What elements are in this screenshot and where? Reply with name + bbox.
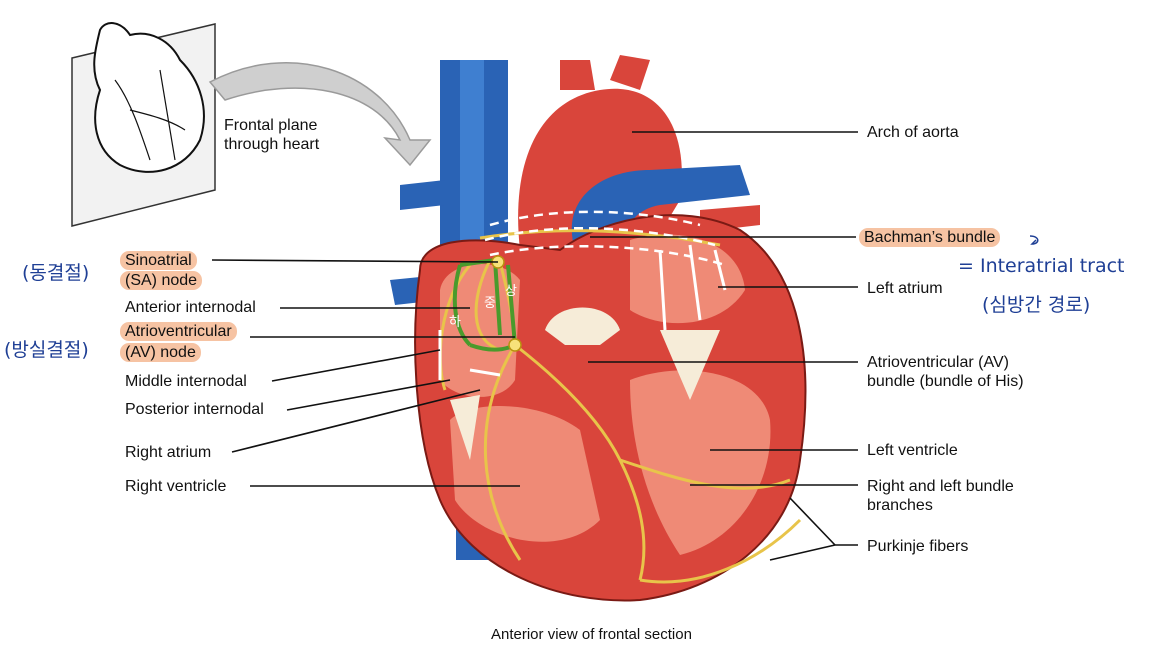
- label-purkinje: Purkinje fibers: [867, 538, 969, 555]
- label-bundle-branches: Right and left bundle: [867, 478, 1014, 495]
- inset-heart-sketch: [71, 22, 216, 227]
- node-mark-lower: 하: [449, 315, 461, 330]
- internodal-tracts: [452, 258, 517, 352]
- label-av-node: Atrioventricular: [120, 322, 237, 341]
- annotation-interatrial-korean: (심방간 경로): [982, 294, 1091, 316]
- node-mark-middle: 중: [484, 296, 496, 311]
- inset-caption-2: through heart: [224, 136, 320, 153]
- inset-caption: Frontal plane: [224, 117, 318, 134]
- label-middle-internodal: Middle internodal: [125, 373, 247, 390]
- bachmann-dashes: [484, 210, 726, 267]
- label-bachmans-bundle: Bachman’s bundle: [859, 228, 1001, 247]
- node-mark-upper: 상: [505, 284, 517, 299]
- figure-caption: Anterior view of frontal section: [491, 626, 692, 643]
- label-av-bundle-2: bundle (bundle of His): [867, 373, 1024, 390]
- atrial-arrows: [438, 244, 727, 380]
- label-left-atrium: Left atrium: [867, 280, 943, 297]
- right-ventricle-chamber: [450, 406, 600, 542]
- label-anterior-internodal: Anterior internodal: [125, 299, 256, 316]
- conduction-system: [438, 229, 802, 584]
- label-left-ventricle: Left ventricle: [867, 442, 958, 459]
- leader-lines: [211, 131, 858, 561]
- label-sa-node: Sinoatrial: [120, 251, 197, 270]
- label-av-bundle: Atrioventricular (AV): [867, 354, 1009, 371]
- label-arch-of-aorta: Arch of aorta: [867, 124, 959, 141]
- label-bundle-branches-2: branches: [867, 497, 933, 514]
- curved-arrow: [208, 62, 432, 167]
- label-posterior-internodal: Posterior internodal: [125, 401, 264, 418]
- annotation-av-korean: (방실결절): [4, 339, 89, 361]
- label-sa-node-2: (SA) node: [120, 271, 203, 290]
- annotation-interatrial: = Interatrial tract: [958, 255, 1125, 277]
- label-av-node-2: (AV) node: [120, 343, 201, 362]
- annotation-sa-korean: (동결절): [22, 262, 90, 284]
- label-right-ventricle: Right ventricle: [125, 478, 227, 495]
- label-right-atrium: Right atrium: [125, 444, 212, 461]
- left-ventricle-chamber: [630, 370, 771, 555]
- curl-mark: [1029, 235, 1039, 245]
- av-node-marker: [508, 338, 522, 352]
